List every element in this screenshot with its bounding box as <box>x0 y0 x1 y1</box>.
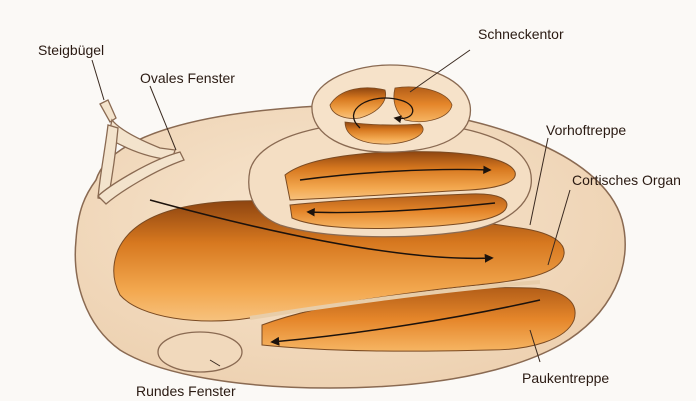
label-rundes-fenster: Rundes Fenster <box>136 383 236 399</box>
label-schneckentor: Schneckentor <box>478 26 564 42</box>
round-window <box>158 332 242 372</box>
label-ovales-fenster: Ovales Fenster <box>140 70 235 86</box>
label-vorhoftreppe: Vorhoftreppe <box>546 122 626 138</box>
label-cortisches-organ: Cortisches Organ <box>572 172 681 188</box>
label-paukentreppe: Paukentreppe <box>522 370 609 386</box>
label-steigbuegel: Steigbügel <box>38 42 104 58</box>
